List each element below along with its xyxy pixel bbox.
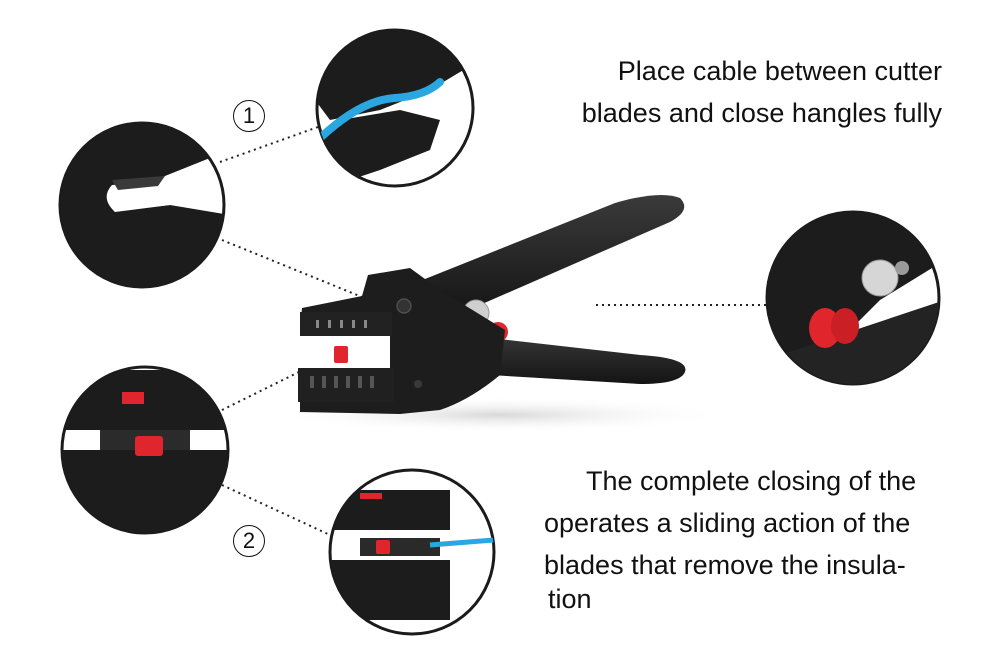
detail-circle-red-stop	[60, 365, 230, 535]
callout-line-top-detail	[219, 126, 319, 163]
wire-stripper-tool	[270, 194, 730, 433]
detail-circle-spring-roller	[765, 210, 941, 386]
callout-lines	[219, 126, 770, 536]
detail-circle-jaw-notch	[58, 121, 226, 289]
callout-line-stripping	[221, 484, 331, 536]
small-screw	[414, 380, 422, 388]
caption-top-line-1: Place cable between cutter	[617, 56, 942, 86]
caption-bottom-line-1: The complete closing of the	[586, 466, 917, 496]
step-number-2: 2	[233, 525, 265, 557]
caption-bottom-line-3: blades that remove the insula-	[544, 550, 906, 580]
caption-bottom-line-4: tion	[548, 584, 592, 614]
callout-line-red-stop	[221, 369, 304, 411]
detail-circle-stripping	[328, 468, 496, 636]
callout-line-jaw-notch	[221, 239, 363, 298]
caption-bottom-line-2: operates a sliding action of the	[544, 508, 911, 538]
caption-top-line-2: blades and close hangles fully	[581, 98, 942, 128]
instruction-caption-top: Place cable between cutter blades and cl…	[582, 50, 942, 134]
pivot-screw	[396, 298, 412, 314]
jaw-scale	[316, 320, 367, 328]
detail-circle-cable-cutter	[315, 28, 475, 188]
instruction-caption-bottom: The complete closing of the operates a s…	[544, 460, 916, 620]
step-number-1: 1	[233, 100, 265, 132]
lower-jaw-teeth	[310, 376, 374, 388]
upper-jaw	[300, 312, 392, 336]
upper-handle	[410, 194, 685, 318]
red-stop-block	[334, 346, 348, 363]
